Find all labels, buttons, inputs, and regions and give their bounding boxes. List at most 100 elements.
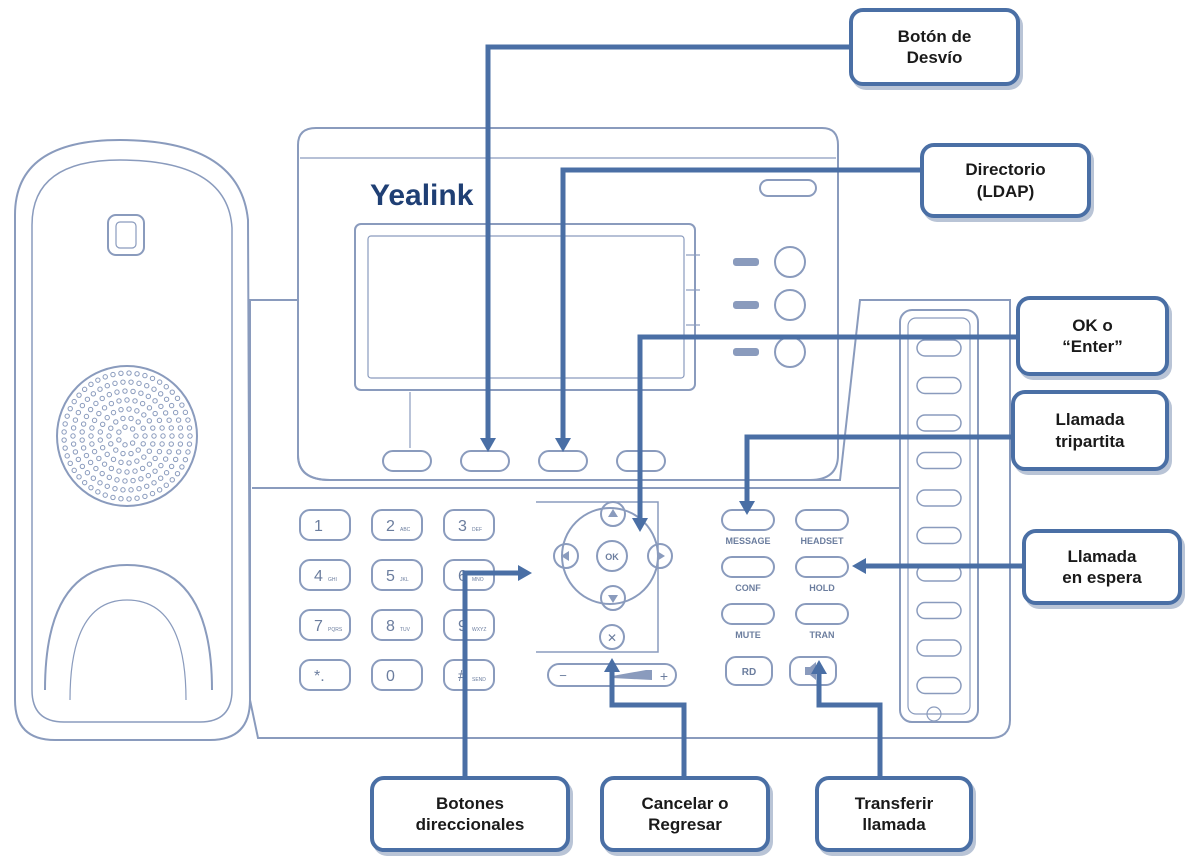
- soft-key-2: [460, 450, 510, 472]
- keypad-key-sub: GHI: [328, 577, 337, 583]
- callout-desvio: Botón de Desvío: [849, 8, 1020, 86]
- dss-key[interactable]: [916, 376, 962, 395]
- nav-left-button: [553, 543, 579, 569]
- speaker-icon: [805, 662, 816, 680]
- soft-key-3: [538, 450, 588, 472]
- arrow-right-icon: [657, 551, 665, 561]
- callout-espera: Llamada en espera: [1022, 529, 1182, 605]
- headset-key: [795, 509, 849, 531]
- line-key-3: [774, 336, 806, 368]
- callout-direccionales: Botones direccionales: [370, 776, 570, 852]
- navigation-panel: [536, 501, 659, 653]
- message-label: MESSAGE: [725, 536, 770, 546]
- handset: [14, 138, 252, 741]
- keypad-key-10[interactable]: *.: [299, 659, 351, 691]
- speaker-key: [789, 656, 837, 686]
- keypad-key-sub: PQRS: [328, 627, 343, 633]
- phone-base: [249, 299, 1011, 739]
- handset-speaker-grille: [56, 365, 198, 507]
- tran-label: TRAN: [810, 630, 835, 640]
- yealink-logo: Yealink: [370, 179, 474, 212]
- nav-up-button: [600, 501, 626, 527]
- connector-desvio: [485, 44, 849, 446]
- keypad-key-label: 5: [386, 568, 395, 585]
- keypad-key-label: 4: [314, 568, 323, 585]
- soft-key-1: [382, 450, 432, 472]
- mute-key: [721, 603, 775, 625]
- handset-earpiece: [107, 214, 145, 256]
- keypad-key-sub: JKL: [400, 577, 409, 583]
- connector-tripartita: [744, 434, 1011, 510]
- keypad-key-label: 2: [386, 518, 395, 535]
- dss-key[interactable]: [916, 451, 962, 470]
- hold-key: [795, 556, 849, 578]
- hold-label: HOLD: [809, 583, 835, 593]
- keypad-key-sub: MNO: [472, 577, 484, 583]
- arrow-left-icon: [561, 551, 569, 561]
- arrow-down-icon: [608, 595, 618, 603]
- connector-transferir: [816, 668, 883, 776]
- arrow-up-icon: [608, 509, 618, 517]
- tran-key: [795, 603, 849, 625]
- conf-key: [721, 556, 775, 578]
- connector-direccionales: [462, 570, 524, 776]
- line-key-2: [774, 289, 806, 321]
- keypad-key-1[interactable]: 1: [299, 509, 351, 541]
- lcd-screen: [354, 223, 696, 391]
- mute-label: MUTE: [735, 630, 761, 640]
- ok-button: [596, 540, 628, 572]
- keypad-key-label: 7: [314, 618, 323, 635]
- cancel-label: ✕: [607, 631, 617, 645]
- connector-ok: [637, 334, 1016, 528]
- keypad-key-label: 0: [386, 668, 395, 685]
- dss-key[interactable]: [916, 526, 962, 545]
- dss-key[interactable]: [916, 489, 962, 507]
- ok-label: OK: [605, 552, 619, 562]
- keypad-key-label: 3: [458, 518, 467, 535]
- rd-label: RD: [742, 667, 756, 678]
- connector-cancelar: [609, 666, 687, 776]
- cancel-button: [599, 624, 625, 650]
- keypad-key-12[interactable]: #SEND: [443, 659, 495, 691]
- keypad-key-sub: ABC: [400, 527, 411, 533]
- connector-directorio: [560, 167, 920, 446]
- dss-key[interactable]: [916, 414, 962, 432]
- keypad-key-sub: DEF: [472, 527, 482, 533]
- line-key-1: [774, 246, 806, 278]
- keypad-key-sub: WXYZ: [472, 627, 486, 633]
- keypad-key-sub: TUV: [400, 627, 411, 633]
- keypad-key-label: 1: [314, 518, 323, 535]
- power-led: [759, 179, 817, 197]
- keypad-key-sub: SEND: [472, 677, 486, 683]
- callout-transferir: Transferir llamada: [815, 776, 973, 852]
- dss-key[interactable]: [916, 339, 962, 357]
- keypad-key-label: 8: [386, 618, 395, 635]
- volume-plus: +: [660, 668, 668, 684]
- volume-minus: −: [559, 668, 567, 683]
- callout-cancelar: Cancelar o Regresar: [600, 776, 770, 852]
- callout-directorio: Directorio (LDAP): [920, 143, 1091, 218]
- keypad-key-11[interactable]: 0: [371, 659, 423, 691]
- callout-ok: OK o “Enter”: [1016, 296, 1169, 376]
- rd-key: [725, 656, 773, 686]
- conf-label: CONF: [735, 583, 761, 593]
- keypad-key-label: *.: [314, 668, 325, 685]
- dss-key[interactable]: [916, 601, 962, 620]
- dss-key-panel: [899, 309, 979, 723]
- display-housing: [297, 127, 839, 481]
- callout-tripartita: Llamada tripartita: [1011, 390, 1169, 471]
- nav-down-button: [600, 585, 626, 611]
- nav-right-button: [647, 543, 673, 569]
- headset-label: HEADSET: [800, 536, 844, 546]
- dss-key[interactable]: [916, 639, 962, 657]
- dss-key[interactable]: [916, 676, 962, 695]
